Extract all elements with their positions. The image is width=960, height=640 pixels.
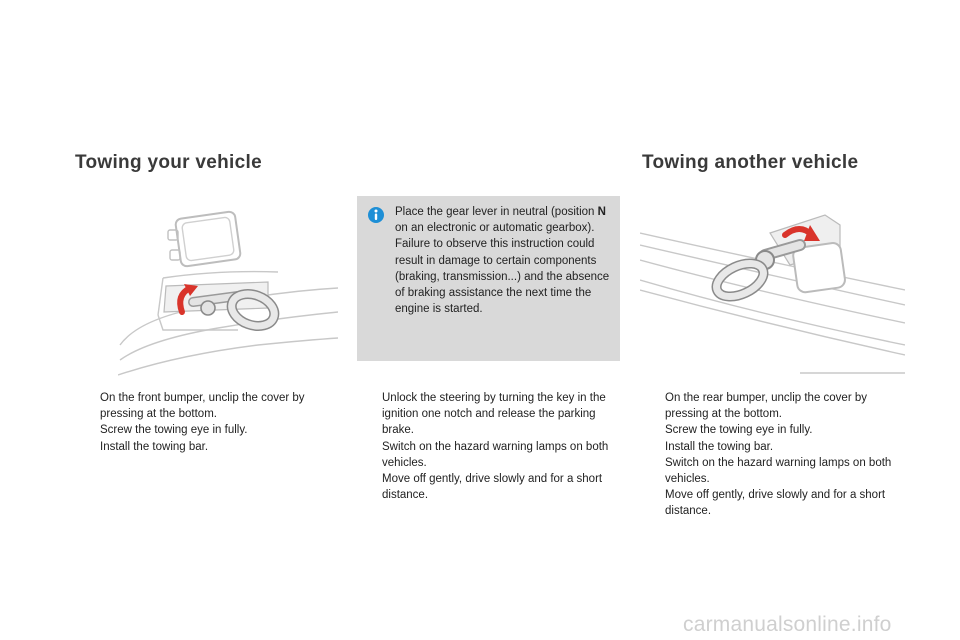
info-box: Place the gear lever in neutral (positio… <box>357 196 620 361</box>
list-item: Move off gently, drive slowly and for a … <box>382 473 603 502</box>
info-note-text-before: Place the gear lever in neutral (positio… <box>395 206 598 218</box>
list-item: Install the towing bar. <box>100 440 209 453</box>
info-note-bold-n: N <box>597 206 606 218</box>
info-icon <box>368 207 384 223</box>
list-item: Switch on the hazard warning lamps on bo… <box>382 440 609 469</box>
list-item: On the front bumper, unclip the cover by… <box>100 392 305 421</box>
left-bullet-list: On the front bumper, unclip the cover by… <box>75 390 325 455</box>
info-note-text-after: on an electronic or automatic gearbox). <box>395 222 595 235</box>
rear-towing-eye-illustration <box>640 214 905 374</box>
right-bullet-list: On the rear bumper, unclip the cover by … <box>640 390 908 520</box>
middle-bullet-list: Unlock the steering by turning the key i… <box>357 390 625 503</box>
list-item: Unlock the steering by turning the key i… <box>382 392 606 437</box>
list-item: Screw the towing eye in fully. <box>100 424 248 437</box>
list-item: Screw the towing eye in fully. <box>665 424 813 437</box>
right-section-title: Towing another vehicle <box>642 152 859 173</box>
list-item: Install the towing bar. <box>665 440 774 453</box>
watermark: carmanualsonline.info <box>683 613 892 636</box>
info-warning-text: Failure to observe this instruction coul… <box>395 238 610 316</box>
list-item: On the rear bumper, unclip the cover by … <box>665 392 867 421</box>
left-section-title: Towing your vehicle <box>75 152 262 173</box>
list-item: Move off gently, drive slowly and for a … <box>665 489 886 518</box>
front-towing-eye-illustration <box>118 210 338 376</box>
list-item: Switch on the hazard warning lamps on bo… <box>665 456 892 486</box>
info-note: Place the gear lever in neutral (positio… <box>395 204 610 317</box>
